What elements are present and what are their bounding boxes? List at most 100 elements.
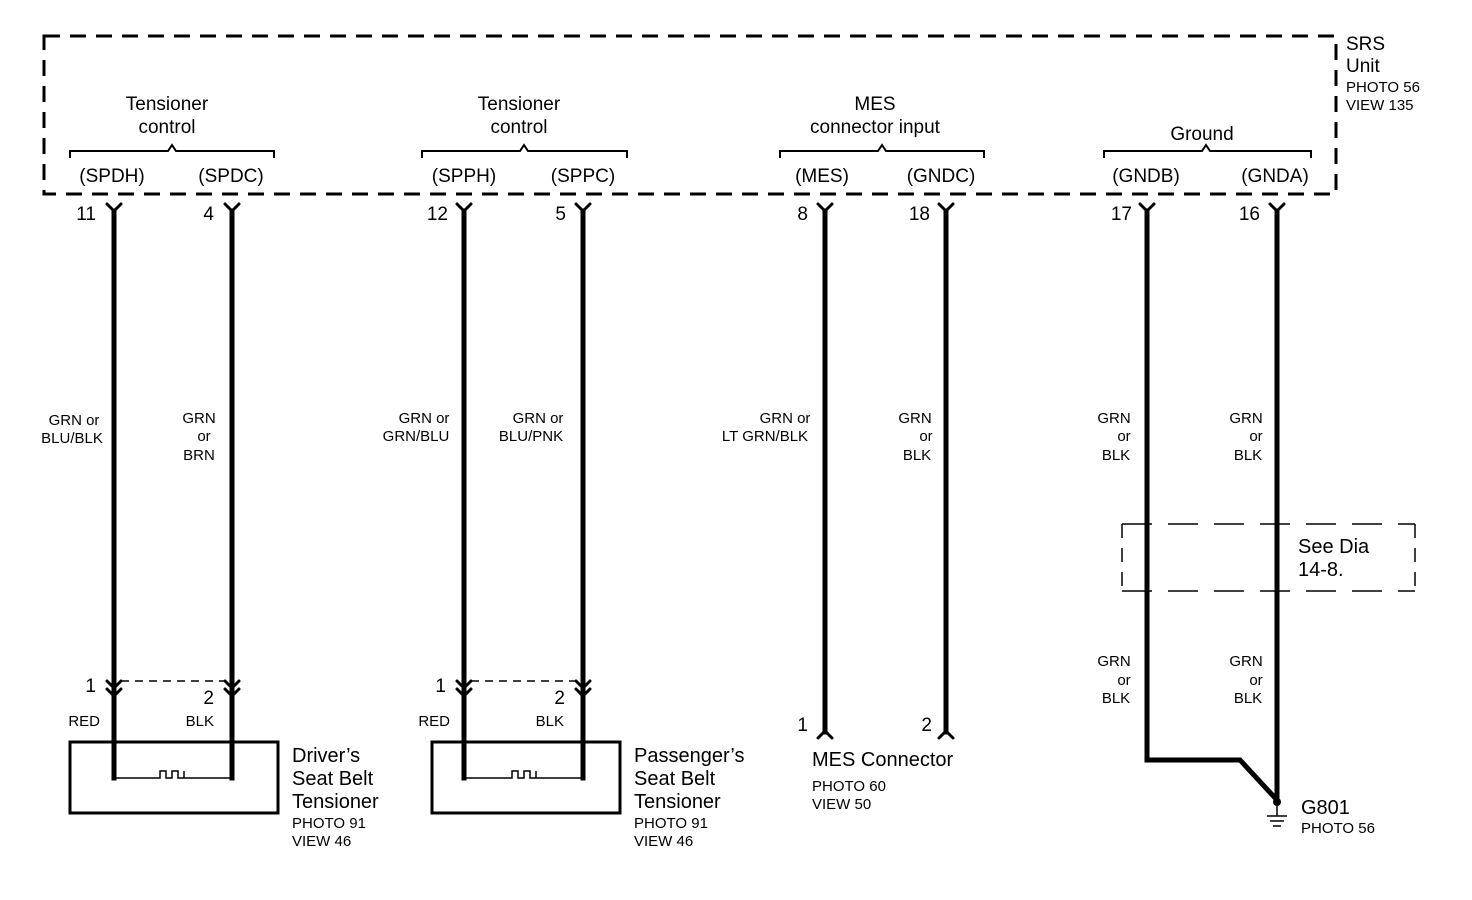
passenger-view: VIEW 46 [634, 833, 693, 850]
terminal-gndc: (GNDC) [907, 166, 976, 187]
pin-number-11: 11 [76, 204, 96, 225]
wire-gndb [1144, 208, 1281, 804]
wire-color-label: LT GRN/BLK [722, 428, 808, 445]
pin-number-4: 4 [203, 204, 214, 225]
wire-color-label: BLK [1102, 447, 1130, 464]
driver-name-line2: Seat Belt [292, 768, 374, 790]
group-brace-4 [1103, 143, 1312, 158]
pin-number-16: 16 [1239, 204, 1260, 225]
see-dia-line1: See Dia [1298, 536, 1370, 558]
passenger-name-line2: Seat Belt [634, 768, 716, 790]
terminal-spdh: (SPDH) [79, 166, 144, 187]
group-brace-1 [69, 143, 275, 158]
connector-symbol [455, 679, 473, 698]
passenger-pin-2-color: BLK [536, 713, 564, 730]
connector-symbol [574, 679, 592, 698]
connector-symbol [816, 729, 834, 740]
connector-symbol [105, 679, 123, 698]
squib-symbol [466, 770, 581, 779]
mes-pin-2: 2 [921, 715, 932, 736]
wire-color-label: GRN [182, 410, 215, 427]
passenger-pin-1: 1 [435, 676, 446, 697]
ground-junction [1273, 798, 1281, 806]
pin-number-18: 18 [909, 204, 930, 225]
passenger-pin-2: 2 [554, 688, 565, 709]
wire-color-label: or [919, 428, 932, 445]
driver-pin-2: 2 [203, 688, 214, 709]
group-label-1-line2: control [138, 117, 195, 138]
wire-color-label: BLU/PNK [499, 428, 563, 445]
connector-symbol [223, 679, 241, 698]
terminal-gnda: (GNDA) [1241, 166, 1309, 187]
group-label-3-line2: connector input [810, 117, 941, 138]
srs-unit-photo: PHOTO 56 [1346, 79, 1420, 96]
ground-g801: G801 PHOTO 56 [1267, 797, 1375, 837]
mes-connector-photo: PHOTO 60 [812, 778, 886, 795]
wire-color-label: GRN or [760, 410, 811, 427]
passenger-tensioner-box [430, 740, 622, 815]
wire-color-label: BRN [183, 447, 215, 464]
terminal-sppc: (SPPC) [551, 166, 615, 187]
passenger-pin-1-color: RED [418, 713, 450, 730]
passenger-name-line3: Tensioner [634, 791, 721, 813]
wire-color-label: or [197, 428, 210, 445]
wire-color-label: or [1117, 428, 1130, 445]
group-label-2-line2: control [490, 117, 547, 138]
mes-connector: 1 2 MES Connector PHOTO 60 VIEW 50 [797, 715, 955, 813]
pin-number-8: 8 [797, 204, 808, 225]
driver-tensioner-box [68, 740, 280, 815]
pin-number-17: 17 [1111, 204, 1132, 225]
driver-photo: PHOTO 91 [292, 815, 366, 832]
terminal-spph: (SPPH) [432, 166, 496, 187]
ground-name: G801 [1301, 797, 1350, 819]
ground-photo: PHOTO 56 [1301, 820, 1375, 837]
wire-color-label: or [1249, 672, 1262, 689]
wire-color-label: GRN [1097, 653, 1130, 670]
wire-color-label: BLU/BLK [41, 430, 103, 447]
wire-color-label: or [1249, 428, 1262, 445]
wire-color-label: GRN or [49, 412, 100, 429]
see-dia-line2: 14-8. [1298, 559, 1344, 581]
wire-color-label: GRN or [399, 410, 450, 427]
wire-color-label: GRN/BLU [383, 428, 450, 445]
squib-symbol [116, 770, 230, 779]
wire-color-label: BLK [1234, 447, 1262, 464]
driver-name-line3: Tensioner [292, 791, 379, 813]
pin-number-12: 12 [427, 204, 448, 225]
wire-color-label: or [1117, 672, 1130, 689]
wire-color-label: GRN or [513, 410, 564, 427]
wire-color-label: GRN [1229, 410, 1262, 427]
wire-color-label: GRN [1097, 410, 1130, 427]
wire-color-label: BLK [1102, 690, 1130, 707]
wire-color-label: GRN [898, 410, 931, 427]
pin-number-5: 5 [555, 204, 566, 225]
driver-seat-belt-tensioner: 1 2 RED BLK Driver’s Seat Belt Tensioner… [68, 676, 379, 850]
driver-pin-2-color: BLK [186, 713, 214, 730]
wire-color-label: BLK [1234, 690, 1262, 707]
group-brace-3 [779, 143, 985, 158]
group-brace-2 [421, 143, 628, 158]
wire-color-label: BLK [903, 447, 931, 464]
srs-unit-title-line1: SRS [1346, 34, 1385, 55]
terminal-gndb: (GNDB) [1112, 166, 1180, 187]
group-label-4-line1: Ground [1170, 124, 1233, 145]
connector-symbol [937, 729, 955, 740]
passenger-seat-belt-tensioner: 1 2 RED BLK Passenger’s Seat Belt Tensio… [418, 676, 744, 850]
wire-color-label: GRN [1229, 653, 1262, 670]
terminal-mes: (MES) [795, 166, 849, 187]
driver-name-line1: Driver’s [292, 745, 360, 767]
mes-connector-name: MES Connector [812, 749, 954, 771]
mes-pin-1: 1 [797, 715, 808, 736]
passenger-name-line1: Passenger’s [634, 745, 744, 767]
srs-unit-boundary [42, 34, 1338, 196]
group-label-3-line1: MES [854, 94, 895, 115]
driver-pin-1-color: RED [68, 713, 100, 730]
group-label-2-line1: Tensioner [478, 94, 561, 115]
passenger-photo: PHOTO 91 [634, 815, 708, 832]
srs-unit-view: VIEW 135 [1346, 97, 1414, 114]
driver-view: VIEW 46 [292, 833, 351, 850]
group-label-1-line1: Tensioner [126, 94, 209, 115]
srs-unit-title-line2: Unit [1346, 56, 1381, 77]
terminal-spdc: (SPDC) [198, 166, 263, 187]
